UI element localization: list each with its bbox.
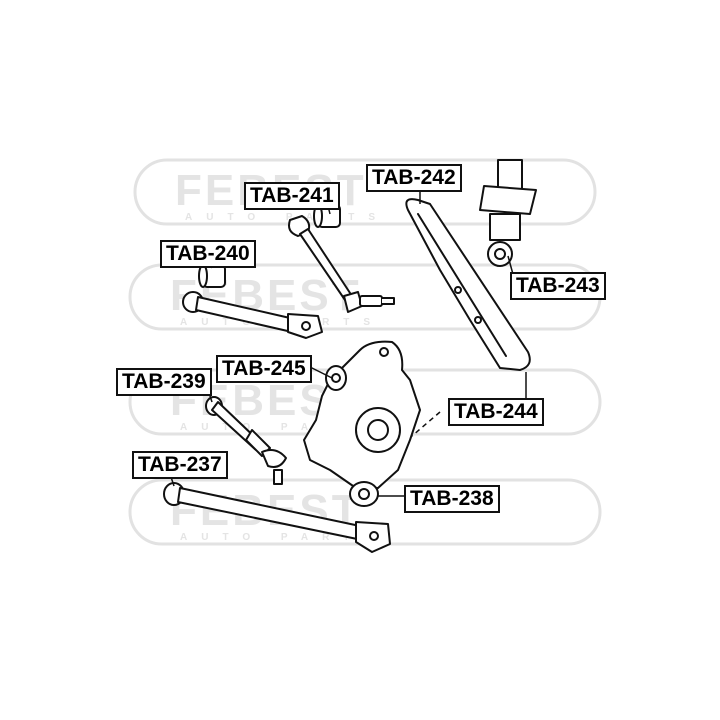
watermark-logo-frame bbox=[133, 158, 597, 226]
leader-line bbox=[411, 411, 441, 437]
part-label-tab-239[interactable]: TAB-239 bbox=[116, 368, 212, 396]
part-label-tab-245[interactable]: TAB-245 bbox=[216, 355, 312, 383]
knuckle-icon bbox=[303, 340, 421, 507]
part-label-tab-243[interactable]: TAB-243 bbox=[510, 272, 606, 300]
part-label-tab-241[interactable]: TAB-241 bbox=[244, 182, 340, 210]
part-label-tab-237[interactable]: TAB-237 bbox=[132, 451, 228, 479]
upper-link-rod-icon bbox=[288, 215, 395, 313]
bushing-240-icon bbox=[198, 264, 226, 288]
lower-arm-icon bbox=[163, 482, 391, 553]
toe-link-icon bbox=[205, 396, 287, 485]
shock-absorber-icon bbox=[479, 159, 537, 267]
part-label-tab-244[interactable]: TAB-244 bbox=[448, 398, 544, 426]
watermark-tagline: AUTO PARTS bbox=[180, 422, 385, 433]
part-label-tab-242[interactable]: TAB-242 bbox=[366, 164, 462, 192]
watermark-tagline: AUTO PARTS bbox=[180, 532, 385, 543]
leader-line bbox=[307, 365, 333, 379]
lateral-arm-240-icon bbox=[182, 291, 323, 339]
part-label-tab-238[interactable]: TAB-238 bbox=[404, 485, 500, 513]
trailing-arm-icon bbox=[405, 198, 531, 371]
watermark-tagline: AUTO PARTS bbox=[185, 212, 390, 223]
part-label-tab-240[interactable]: TAB-240 bbox=[160, 240, 256, 268]
